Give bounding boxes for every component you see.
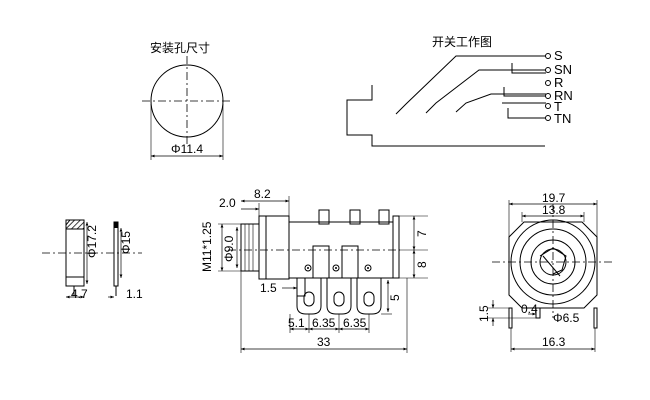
pin-s-terminal bbox=[545, 53, 551, 59]
front-outer-ring bbox=[510, 219, 596, 305]
pin-label-rn: RN bbox=[554, 88, 573, 103]
pin-tn-terminal bbox=[545, 115, 551, 121]
dim-16-3: 16.3 bbox=[542, 335, 566, 349]
dim-d172: Φ17.2 bbox=[85, 225, 99, 258]
dim-bore: Φ9.0 bbox=[222, 235, 236, 262]
pin-label-sn: SN bbox=[554, 62, 572, 77]
dim-13-8: 13.8 bbox=[542, 203, 566, 217]
dim-7: 7 bbox=[415, 230, 429, 237]
pin-label-r: R bbox=[554, 75, 563, 90]
dim-8-2: 8.2 bbox=[254, 187, 271, 201]
pin-label-tn: TN bbox=[554, 111, 571, 126]
dim-1-5: 1.5 bbox=[260, 281, 277, 295]
dim-2-0: 2.0 bbox=[219, 196, 236, 210]
nut-hatch bbox=[65, 219, 85, 230]
dim-8: 8 bbox=[415, 261, 429, 268]
front-lug bbox=[296, 277, 306, 297]
dim-5-1: 5.1 bbox=[288, 316, 305, 330]
switch-title: 开关工作图 bbox=[432, 35, 492, 49]
dim-33: 33 bbox=[317, 335, 331, 349]
lug-2 bbox=[326, 278, 352, 315]
jack-rear-cap bbox=[392, 215, 400, 279]
dim-0-4: 0.4 bbox=[521, 302, 538, 316]
dim-thread: M11*1.25 bbox=[200, 221, 214, 272]
switch-schematic: 开关工作图 S SN R RN T TN bbox=[346, 35, 573, 147]
jack-flange bbox=[258, 215, 290, 280]
dim-5: 5 bbox=[388, 294, 402, 301]
dim-phi-6-5: Φ6.5 bbox=[553, 311, 580, 325]
pin-t-terminal bbox=[545, 103, 551, 109]
front-body-outline bbox=[508, 221, 598, 309]
nut-side-view: Φ17.2 Φ15 4.7 1.1 bbox=[42, 219, 143, 301]
pin-label-t: T bbox=[554, 99, 562, 114]
jack-side-view: M11*1.25 Φ9.0 2.0 8.2 7 8 1.5 5 5.1 bbox=[200, 187, 429, 353]
pin-r-terminal bbox=[545, 80, 551, 86]
dim-6-35-a: 6.35 bbox=[312, 316, 336, 330]
washer-body bbox=[113, 221, 119, 287]
thread-barrel bbox=[240, 223, 260, 272]
hole-title: 安装孔尺寸 bbox=[150, 40, 210, 55]
dim-right-1-5: 1.5 bbox=[477, 305, 491, 322]
dim-d15: Φ15 bbox=[119, 231, 133, 254]
nut-body bbox=[65, 219, 85, 287]
jack-front-view: 19.7 13.8 1.5 0.4 Φ6.5 16.3 bbox=[477, 191, 612, 352]
dim-w47: 4.7 bbox=[71, 287, 88, 301]
mounting-hole-view: 安装孔尺寸 Φ11.4 bbox=[142, 40, 232, 160]
hole-dim-label: Φ11.4 bbox=[171, 142, 203, 156]
lug-3 bbox=[356, 278, 382, 315]
dim-19-7: 19.7 bbox=[542, 191, 566, 205]
plug-outline bbox=[346, 85, 545, 147]
front-socket bbox=[530, 239, 576, 285]
dim-w11: 1.1 bbox=[126, 287, 143, 301]
dim-6-35-b: 6.35 bbox=[343, 316, 367, 330]
pin-label-s: S bbox=[554, 48, 563, 63]
pin-rn-terminal bbox=[545, 93, 551, 99]
pin-sn-terminal bbox=[545, 67, 551, 73]
